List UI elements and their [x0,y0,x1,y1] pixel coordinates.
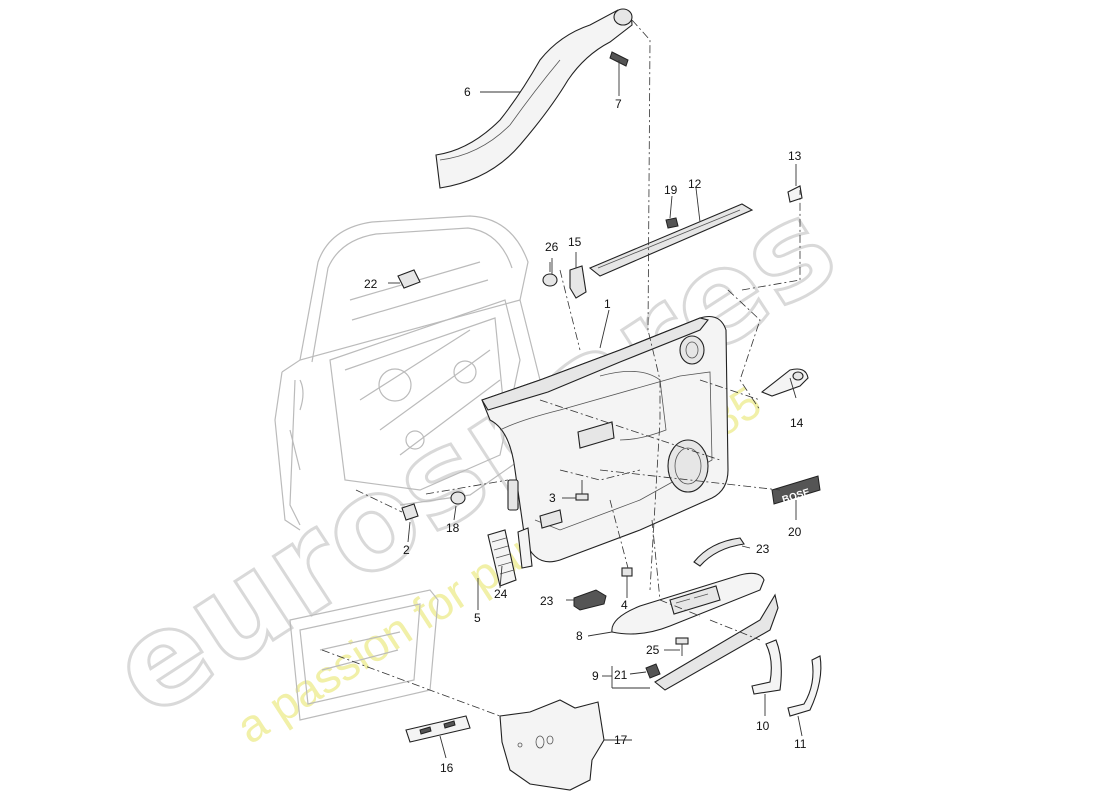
part-24-strip [517,527,533,569]
part-15-bracket [569,265,587,299]
callout-7: 7 [615,97,622,111]
callout-24: 24 [494,587,508,601]
callout-22: 22 [364,277,378,291]
part-12-trim-strip [588,203,754,277]
leader-lines [388,72,803,759]
part-9-lower-trim [654,593,779,691]
callout-2: 2 [403,543,410,557]
watermark-brand: eurospares [86,169,863,746]
assembly-lines [321,19,801,717]
callouts: 1 2 3 4 5 6 7 8 9 10 11 12 13 14 15 16 1… [364,85,807,775]
part-22-clip [397,269,421,289]
part-6-door-pull [435,8,633,189]
part-2-grommet [401,503,419,521]
callout-9: 9 [592,669,599,683]
part-13-cap [787,185,803,203]
part-16-cover-plate [405,715,471,743]
callout-23-lower: 23 [540,594,554,608]
callout-18: 18 [446,521,460,535]
part-3-screw [575,480,589,501]
part-17-insulation [499,699,605,791]
part-5-speaker-grille [487,529,517,587]
part-18-plug [450,491,466,505]
callout-8: 8 [576,629,583,643]
callout-23-upper: 23 [756,542,770,556]
callout-10: 10 [756,719,770,733]
part-1-door-panel [481,315,729,563]
callout-20: 20 [788,525,802,539]
part-21-insert [645,663,661,679]
watermark: eurospares a passion for parts since 198… [84,168,864,754]
callout-3: 3 [549,491,556,505]
callout-1: 1 [604,297,611,311]
part-23-trim-lower [573,589,607,611]
callout-13: 13 [788,149,802,163]
part-11-cover [787,655,822,717]
callout-16: 16 [440,761,454,775]
callout-21: 21 [614,668,628,682]
callout-4: 4 [621,598,628,612]
callout-6: 6 [464,85,471,99]
callout-19: 19 [664,183,678,197]
callout-15: 15 [568,235,582,249]
part-8-armrest [611,572,765,635]
callout-14: 14 [790,416,804,430]
callout-25: 25 [646,643,660,657]
callout-11: 11 [794,737,807,751]
part-10-cover [751,639,782,695]
callout-17: 17 [614,733,628,747]
callout-5: 5 [474,611,481,625]
callout-12: 12 [688,177,702,191]
part-26-fastener [542,262,558,287]
part-19-clip [665,217,679,229]
part-14-inner-handle [760,368,809,397]
callout-26: 26 [545,240,559,254]
part-25-screw [675,637,689,656]
part-4-screw [621,567,633,588]
inner-door-frame [289,589,439,721]
part-23-trim-upper [693,537,745,567]
